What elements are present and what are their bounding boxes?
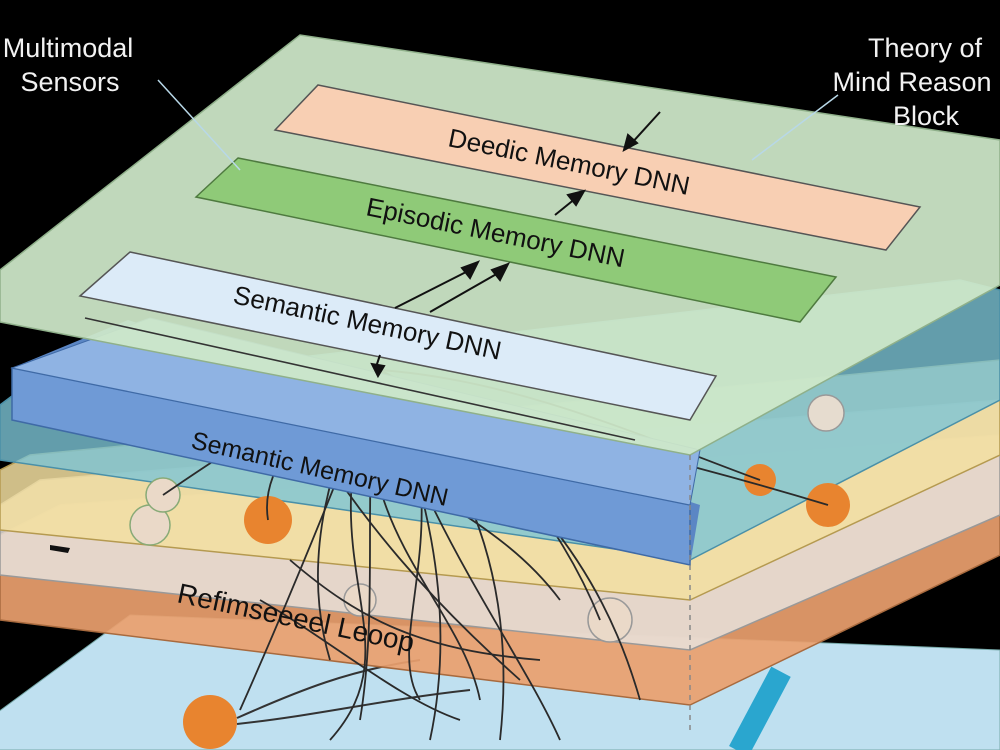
deedic-memory-block (273, 84, 922, 251)
edge-mark (50, 545, 70, 553)
semantic-memory-upper-block (78, 251, 718, 421)
callout-line: Multimodal (3, 33, 134, 63)
callout-line: Sensors (20, 67, 119, 97)
tom-leader-line (751, 94, 839, 161)
theory-of-mind-callout: Theory of Mind Reason Block (832, 33, 991, 131)
callout-line: Mind Reason (832, 67, 991, 97)
callout-line: Theory of (868, 33, 983, 63)
callout-line: Block (893, 101, 960, 131)
base-bar (729, 666, 791, 750)
semantic-memory-lower-block (10, 317, 701, 566)
base-node (183, 695, 237, 749)
flow-arrows (370, 111, 661, 379)
sensors-leader-line (157, 79, 241, 171)
node (807, 394, 845, 432)
episodic-memory-block (194, 157, 838, 323)
multimodal-sensors-callout: Multimodal Sensors (3, 33, 134, 97)
